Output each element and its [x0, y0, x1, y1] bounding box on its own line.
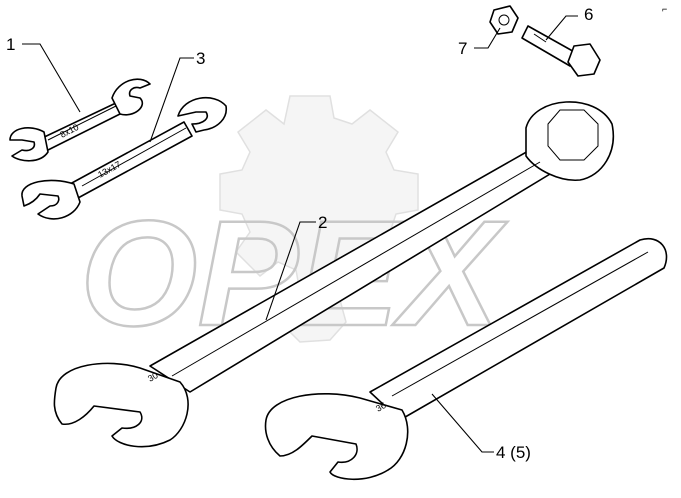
- corner-mark: ⌐: [662, 4, 667, 14]
- leader-4: [431, 393, 494, 453]
- wrench-4-shank: [369, 237, 668, 421]
- leader-6: [545, 15, 578, 41]
- callouts: 1 3 2 4 (5) 6 7 ⌐: [6, 4, 667, 462]
- nut-7-body: [489, 5, 519, 35]
- leader-1: [22, 43, 81, 113]
- wrench-1-head-left: [9, 127, 49, 162]
- size-mark-part-2: 30: [146, 370, 160, 384]
- size-mark-part-4: 36: [374, 400, 388, 414]
- callout-1: 1: [6, 35, 15, 54]
- wrench-part-1: 8x10: [9, 78, 151, 162]
- leader-3: [149, 57, 194, 143]
- leader-2: [265, 221, 316, 321]
- wrench-2-open-end: [53, 362, 189, 448]
- watermark: OPEX: [79, 95, 509, 358]
- callout-3: 3: [196, 49, 205, 68]
- bolt-6-head: [567, 43, 601, 77]
- callout-4-5: 4 (5): [496, 443, 531, 462]
- nut-7-bore: [498, 14, 510, 26]
- bolt-part-6: [521, 25, 601, 77]
- wrench-1-head-right: [111, 78, 151, 116]
- callout-2: 2: [318, 213, 327, 232]
- leader-7: [474, 27, 501, 49]
- wrench-1-body: [37, 101, 125, 153]
- callout-6: 6: [584, 5, 593, 24]
- leader-lines: [22, 15, 578, 453]
- callout-7: 7: [458, 39, 467, 58]
- nut-part-7: [489, 5, 519, 35]
- wrench-3-head-left: [21, 179, 81, 220]
- wrench-part-4: 36: [264, 237, 668, 481]
- wrench-2-ring-bore: [547, 109, 599, 161]
- wrench-part-2: 30: [53, 101, 615, 448]
- wrench-3-head-right: [177, 97, 228, 133]
- wrench-4-open-end: [264, 392, 409, 481]
- wrench-2-ring-end: [525, 101, 615, 181]
- wrench-3-body: [69, 121, 193, 199]
